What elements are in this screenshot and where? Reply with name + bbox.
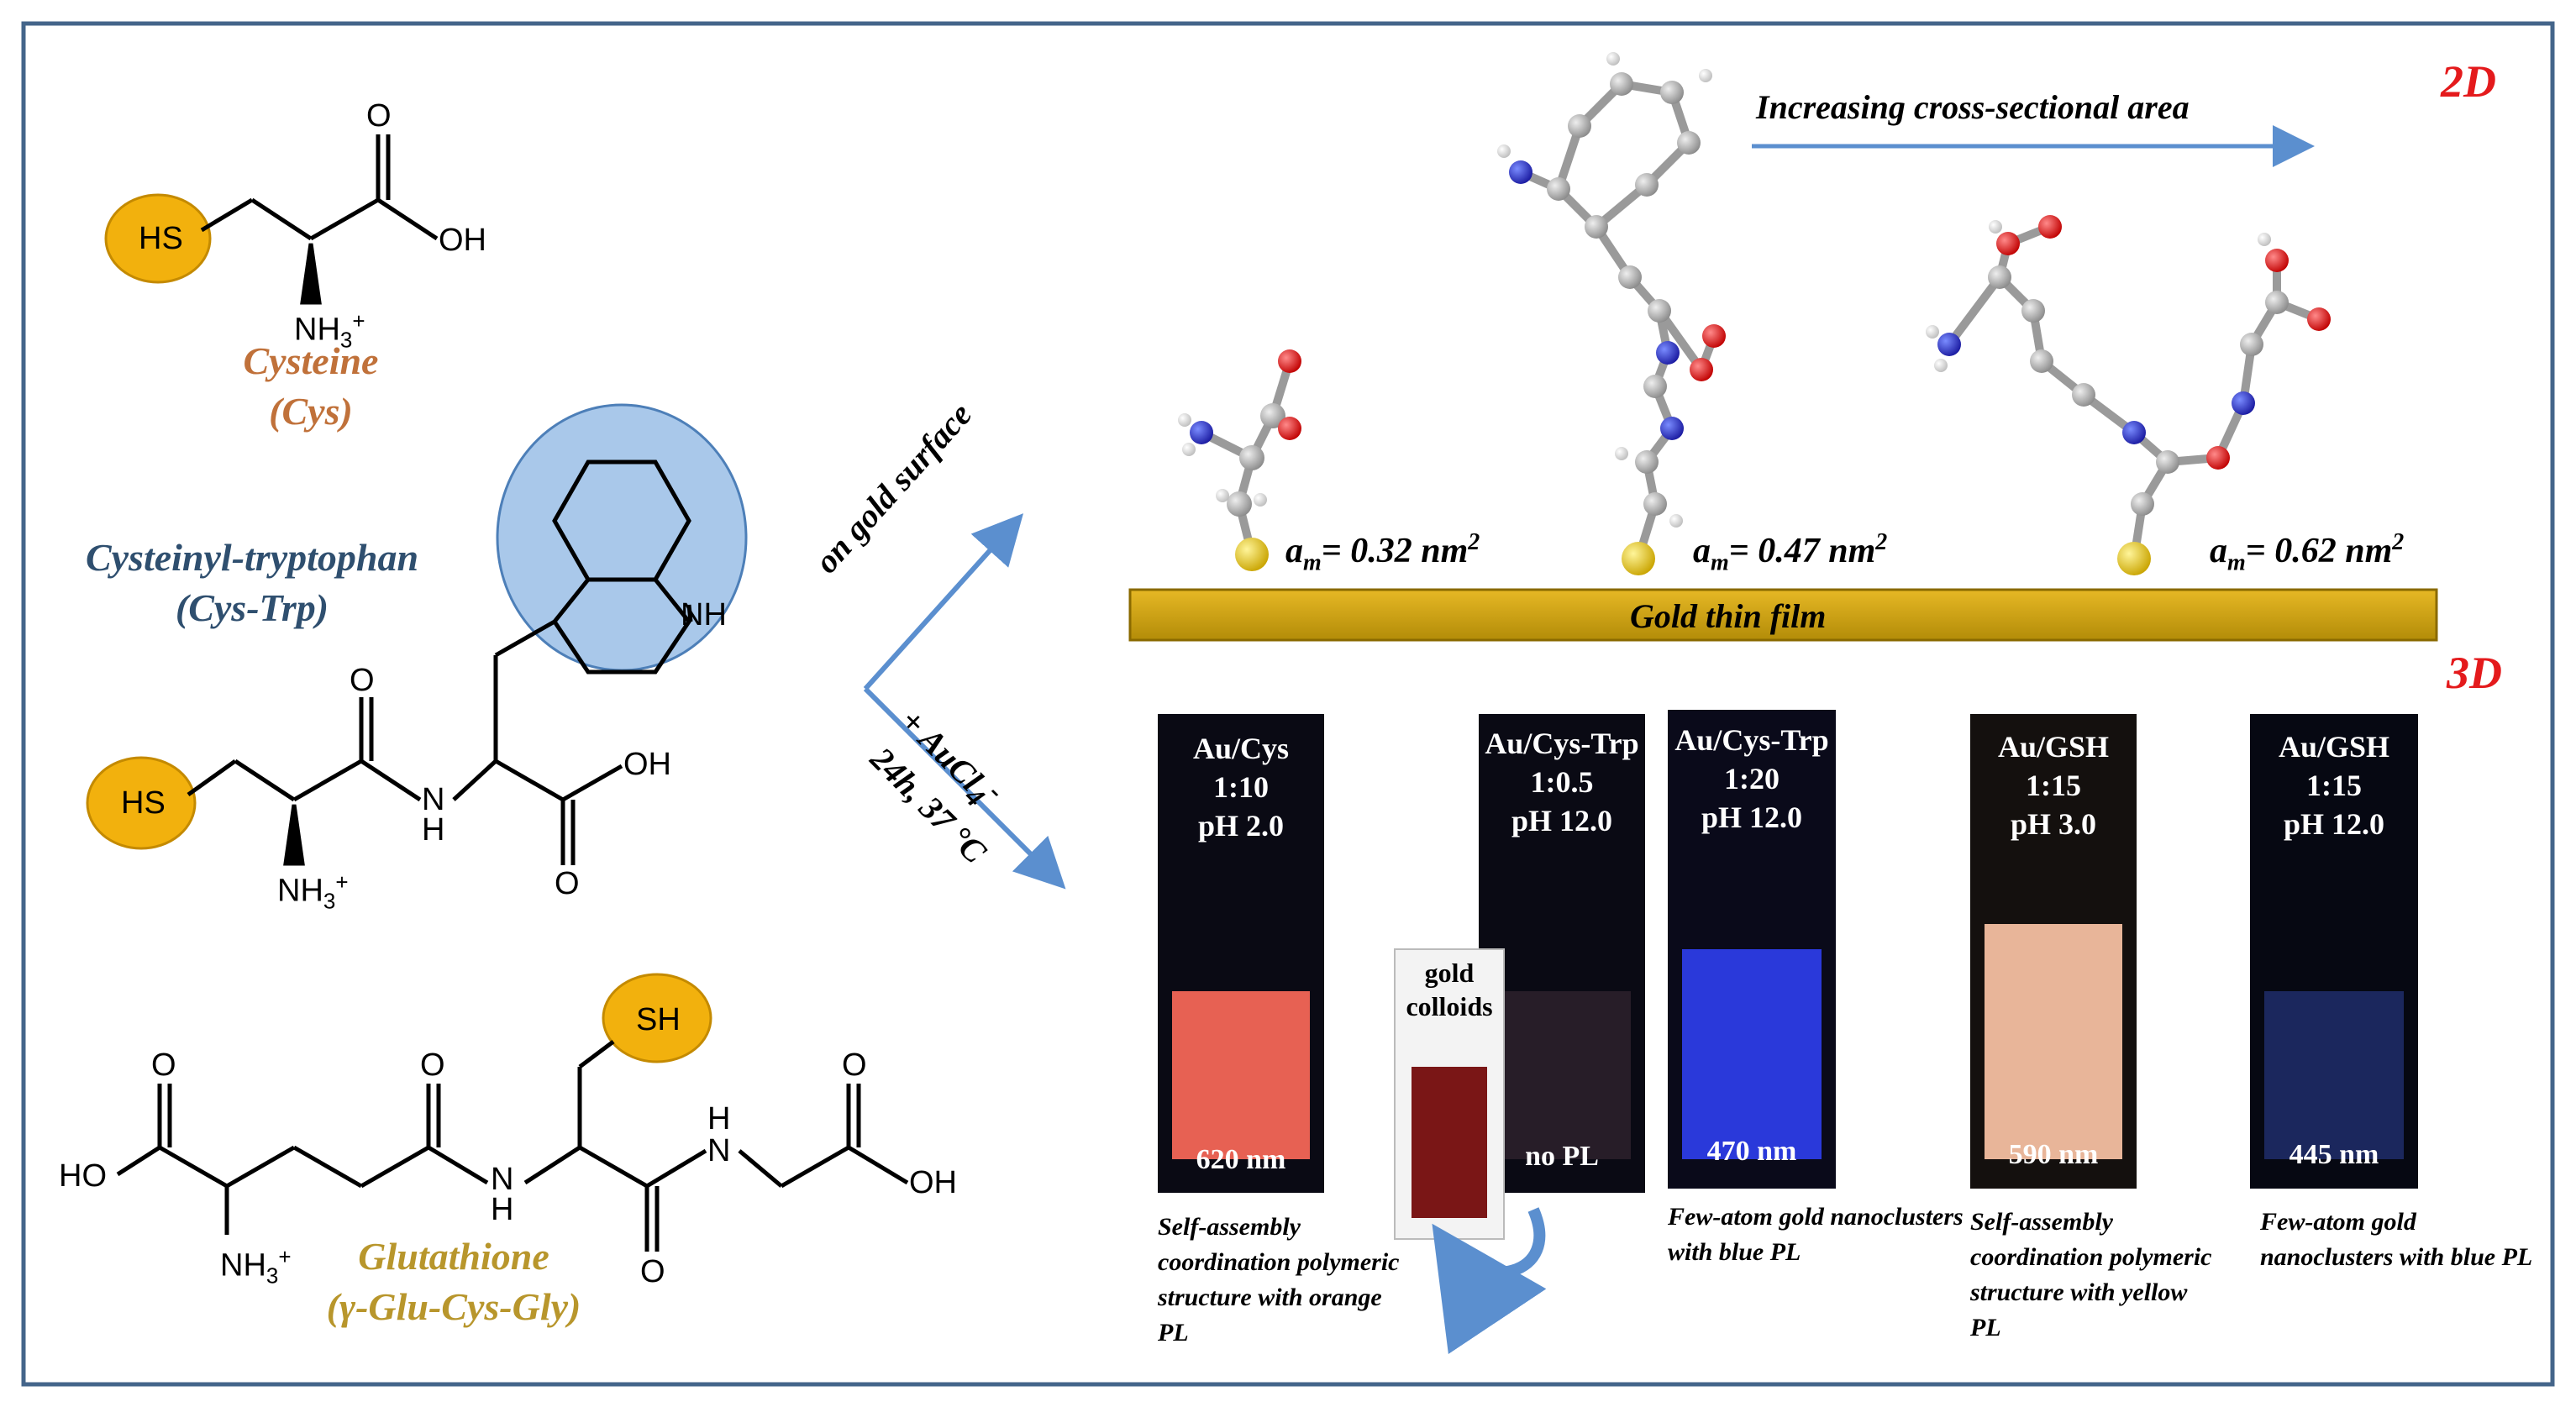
glutathione-thiol-highlight [602, 973, 712, 1063]
glutathione-o1-label: O [151, 1047, 176, 1083]
cysteine-o-label: O [366, 98, 392, 134]
glutathione-name: Glutathione (γ-Glu-Cys-Gly) [326, 1235, 581, 1328]
area-label-cys-trp: am= 0.47 nm2 [1693, 529, 1888, 576]
outer-frame [21, 21, 2555, 1387]
glutathione-n1-label: N [491, 1162, 514, 1197]
vial-4-pl: 590 nm [2008, 1139, 2099, 1170]
cysteine-thiol-highlight [104, 193, 212, 284]
caption-vial-5: Few-atom gold nanoclusters with blue PL [2260, 1208, 2533, 1271]
glutathione-structure [116, 973, 909, 1252]
gold-film [1128, 588, 2438, 642]
surface-arrow [863, 513, 1024, 691]
area-label-cys: am= 0.32 nm2 [1285, 529, 1480, 576]
cysteine-oh-label: OH [439, 223, 486, 258]
area-label-gsh: am= 0.62 nm2 [2210, 529, 2405, 576]
glutathione-o2-label: O [420, 1047, 445, 1083]
glutathione-h2-label: H [707, 1101, 731, 1137]
glutathione-sh-label: SH [636, 1002, 681, 1037]
cys-trp-h-label: H [422, 812, 445, 848]
route-arrows [863, 125, 2315, 890]
model-cys-trp [1497, 52, 1726, 575]
cys-trp-o2-label: O [555, 866, 580, 901]
cys-trp-nh3-label: NH3+ [277, 869, 349, 914]
colloid-return-arrow [1432, 1207, 1547, 1355]
model-gsh [1926, 215, 2331, 575]
panel-3d-tag: 3D [2447, 648, 2502, 698]
cys-trp-structure [86, 403, 748, 866]
cysteine-hs-label: HS [139, 221, 183, 256]
vial-2-pl: no PL [1525, 1141, 1599, 1172]
glutathione-o3-label: O [640, 1254, 665, 1289]
caption-vial-4: Self-assembly coordination polymeric str… [1970, 1208, 2212, 1341]
solution-arrow [863, 686, 1066, 890]
vial-1-pl: 620 nm [1196, 1144, 1286, 1175]
glutathione-ho-label: HO [59, 1158, 107, 1194]
cys-trp-n-label: N [422, 782, 445, 817]
glutathione-o4-label: O [842, 1047, 867, 1083]
model-cys [1178, 349, 1301, 571]
caption-vial-1: Self-assembly coordination polymeric str… [1158, 1213, 1400, 1347]
cysteine-structure [104, 134, 439, 305]
vial-5-pl: 445 nm [2289, 1139, 2379, 1170]
cys-trp-name: Cysteinyl-tryptophan (Cys-Trp) [85, 536, 419, 629]
cysteine-name: Cysteine (Cys) [243, 339, 379, 433]
glutathione-oh-label: OH [909, 1165, 957, 1200]
indole-nh-label: NH [681, 597, 727, 633]
trend-label: Increasing cross-sectional area [1756, 88, 2190, 126]
caption-vial-3: Few-atom gold nanoclusters with blue PL [1668, 1203, 1964, 1266]
cysteine-nh3-label: NH3+ [294, 308, 365, 353]
cys-trp-o-label: O [350, 663, 375, 698]
glutathione-h1-label: H [491, 1192, 514, 1227]
vial-photos [1158, 710, 2418, 1355]
glutathione-n2-label: N [707, 1133, 731, 1168]
glutathione-nh3-label: NH3+ [220, 1244, 292, 1289]
vial-3-pl: 470 nm [1706, 1136, 1797, 1167]
cys-trp-oh-label: OH [623, 747, 671, 782]
panel-2d-tag: 2D [2441, 56, 2496, 107]
gold-film-label: Gold thin film [1630, 597, 1827, 635]
cys-trp-thiol-highlight [86, 756, 197, 850]
cys-trp-hs-label: HS [121, 785, 166, 821]
